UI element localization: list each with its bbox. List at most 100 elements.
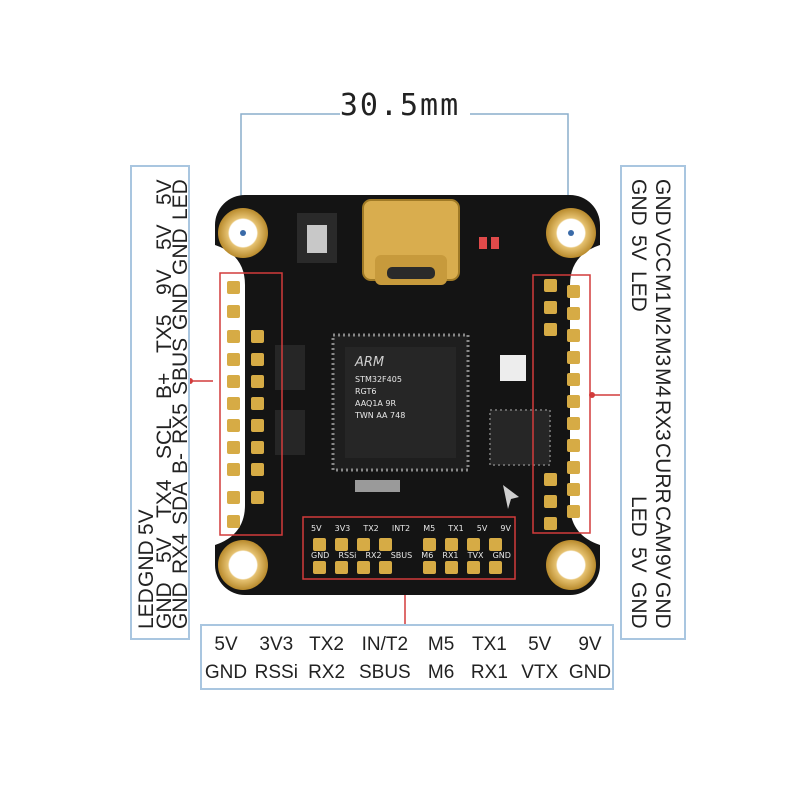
right-label-box: GND VCC M1 M2 M3 M4 RX3 CURR CAM 9V GND … [620, 165, 686, 640]
solder-pad [227, 281, 240, 294]
solder-pad [489, 561, 502, 574]
solder-pad [357, 538, 370, 551]
solder-pad [379, 538, 392, 551]
label: 9V [578, 634, 602, 655]
solder-pad [544, 279, 557, 292]
solder-pad [227, 397, 240, 410]
solder-pad [251, 330, 264, 343]
label: M6 [427, 662, 455, 683]
bottom-label-box: 5V 3V3 TX2 IN/T2 M5 TX1 5V 9V GND RSSi R… [200, 624, 614, 690]
solder-pad [423, 561, 436, 574]
label: M5 [427, 634, 455, 655]
solder-pad [445, 538, 458, 551]
solder-pad [251, 375, 264, 388]
label: LED [627, 270, 650, 312]
silk-label: SBUS [390, 551, 413, 560]
label: M4 [651, 368, 674, 398]
label: 9V [651, 554, 674, 581]
label: LED [627, 496, 650, 538]
silk-label: GND [311, 551, 330, 560]
solder-pad [335, 538, 348, 551]
solder-pad [227, 491, 240, 504]
label: 5V [627, 546, 650, 573]
chip-text: TWN AA 748 [355, 411, 406, 420]
label: GND [169, 283, 192, 330]
silk-label: TX1 [448, 524, 464, 533]
solder-pad [227, 305, 240, 318]
label: GND [627, 179, 650, 226]
label: LED [169, 179, 192, 220]
label: RX3 [651, 399, 674, 441]
silk-bottom-top: 5V 3V3 TX2 INT2 M5 TX1 5V 9V [311, 524, 511, 533]
label: 5V [528, 634, 552, 655]
right-labels-col1: GND VCC M1 M2 M3 M4 RX3 CURR CAM 9V GND [651, 179, 674, 629]
solder-pad [227, 463, 240, 476]
solder-pad [544, 517, 557, 530]
solder-pad [227, 441, 240, 454]
solder-pad [251, 441, 264, 454]
chip-text: RGT6 [355, 387, 377, 396]
solder-pad [567, 461, 580, 474]
label: RX4 [169, 533, 192, 575]
left-label-box: LED GND 5V GND 5V TX4 SCL B+ TX5 9V 5V 5… [130, 165, 192, 640]
solder-pad [567, 417, 580, 430]
silk-label: RX2 [365, 551, 382, 560]
label: CURR [651, 442, 674, 504]
label: VCC [651, 227, 674, 273]
solder-pad [567, 351, 580, 364]
solder-pad [227, 375, 240, 388]
solder-pad [251, 491, 264, 504]
solder-pad [544, 301, 557, 314]
solder-pad [251, 419, 264, 432]
solder-pad [227, 419, 240, 432]
silk-bottom-bottom: GND RSSi RX2 SBUS M6 RX1 TVX GND [311, 551, 511, 560]
chip-text: STM32F405 [355, 375, 402, 384]
solder-pad [567, 329, 580, 342]
label: 3V3 [259, 634, 294, 655]
solder-pad [313, 561, 326, 574]
label: RX5 [169, 403, 192, 445]
solder-pad [423, 538, 436, 551]
label: 5V [214, 634, 238, 655]
chip-text: AAQ1A 9R [355, 399, 397, 408]
label: M2 [651, 305, 674, 335]
silk-label: 3V3 [334, 524, 351, 533]
solder-pad [567, 395, 580, 408]
label: GND [169, 228, 192, 275]
silk-label: TX2 [363, 524, 379, 533]
silk-label: GND [492, 551, 511, 560]
solder-pad [227, 515, 240, 528]
silk-label: 5V [476, 524, 488, 533]
silk-label: 5V [311, 524, 322, 533]
solder-pad [227, 353, 240, 366]
board-graphic [215, 195, 600, 595]
bottom-labels-top: 5V 3V3 TX2 IN/T2 M5 TX1 5V 9V [204, 634, 612, 656]
silk-label: RX1 [442, 551, 459, 560]
right-labels-col2: GND 5V LED LED 5V GND [627, 179, 650, 629]
label: GND [204, 662, 248, 683]
solder-pad [335, 561, 348, 574]
label: RX2 [308, 662, 346, 683]
solder-pad [544, 495, 557, 508]
label: RSSi [254, 662, 298, 683]
label: M3 [651, 337, 674, 367]
label: GND [169, 582, 192, 629]
label: VTX [521, 662, 559, 683]
label: GND [627, 582, 650, 629]
silk-label: 9V [500, 524, 511, 533]
label: RX1 [470, 662, 508, 683]
label: IN/T2 [361, 634, 409, 655]
label: GND [568, 662, 612, 683]
label: CAM [651, 505, 674, 553]
solder-pad [251, 397, 264, 410]
solder-pad [567, 505, 580, 518]
label: GND [651, 582, 674, 629]
left-labels-col3: GND RX4 SDA B- RX5 SBUS GND GND LED [169, 179, 192, 629]
label: TX1 [471, 634, 507, 655]
label: SDA [169, 481, 192, 525]
label: SBUS [358, 662, 411, 683]
solder-pad [567, 373, 580, 386]
label: 5V [627, 235, 650, 262]
flight-controller-board: ARM STM32F405 RGT6 AAQ1A 9R TWN AA 748 5… [215, 195, 600, 595]
chip-logo: ARM [355, 355, 385, 370]
